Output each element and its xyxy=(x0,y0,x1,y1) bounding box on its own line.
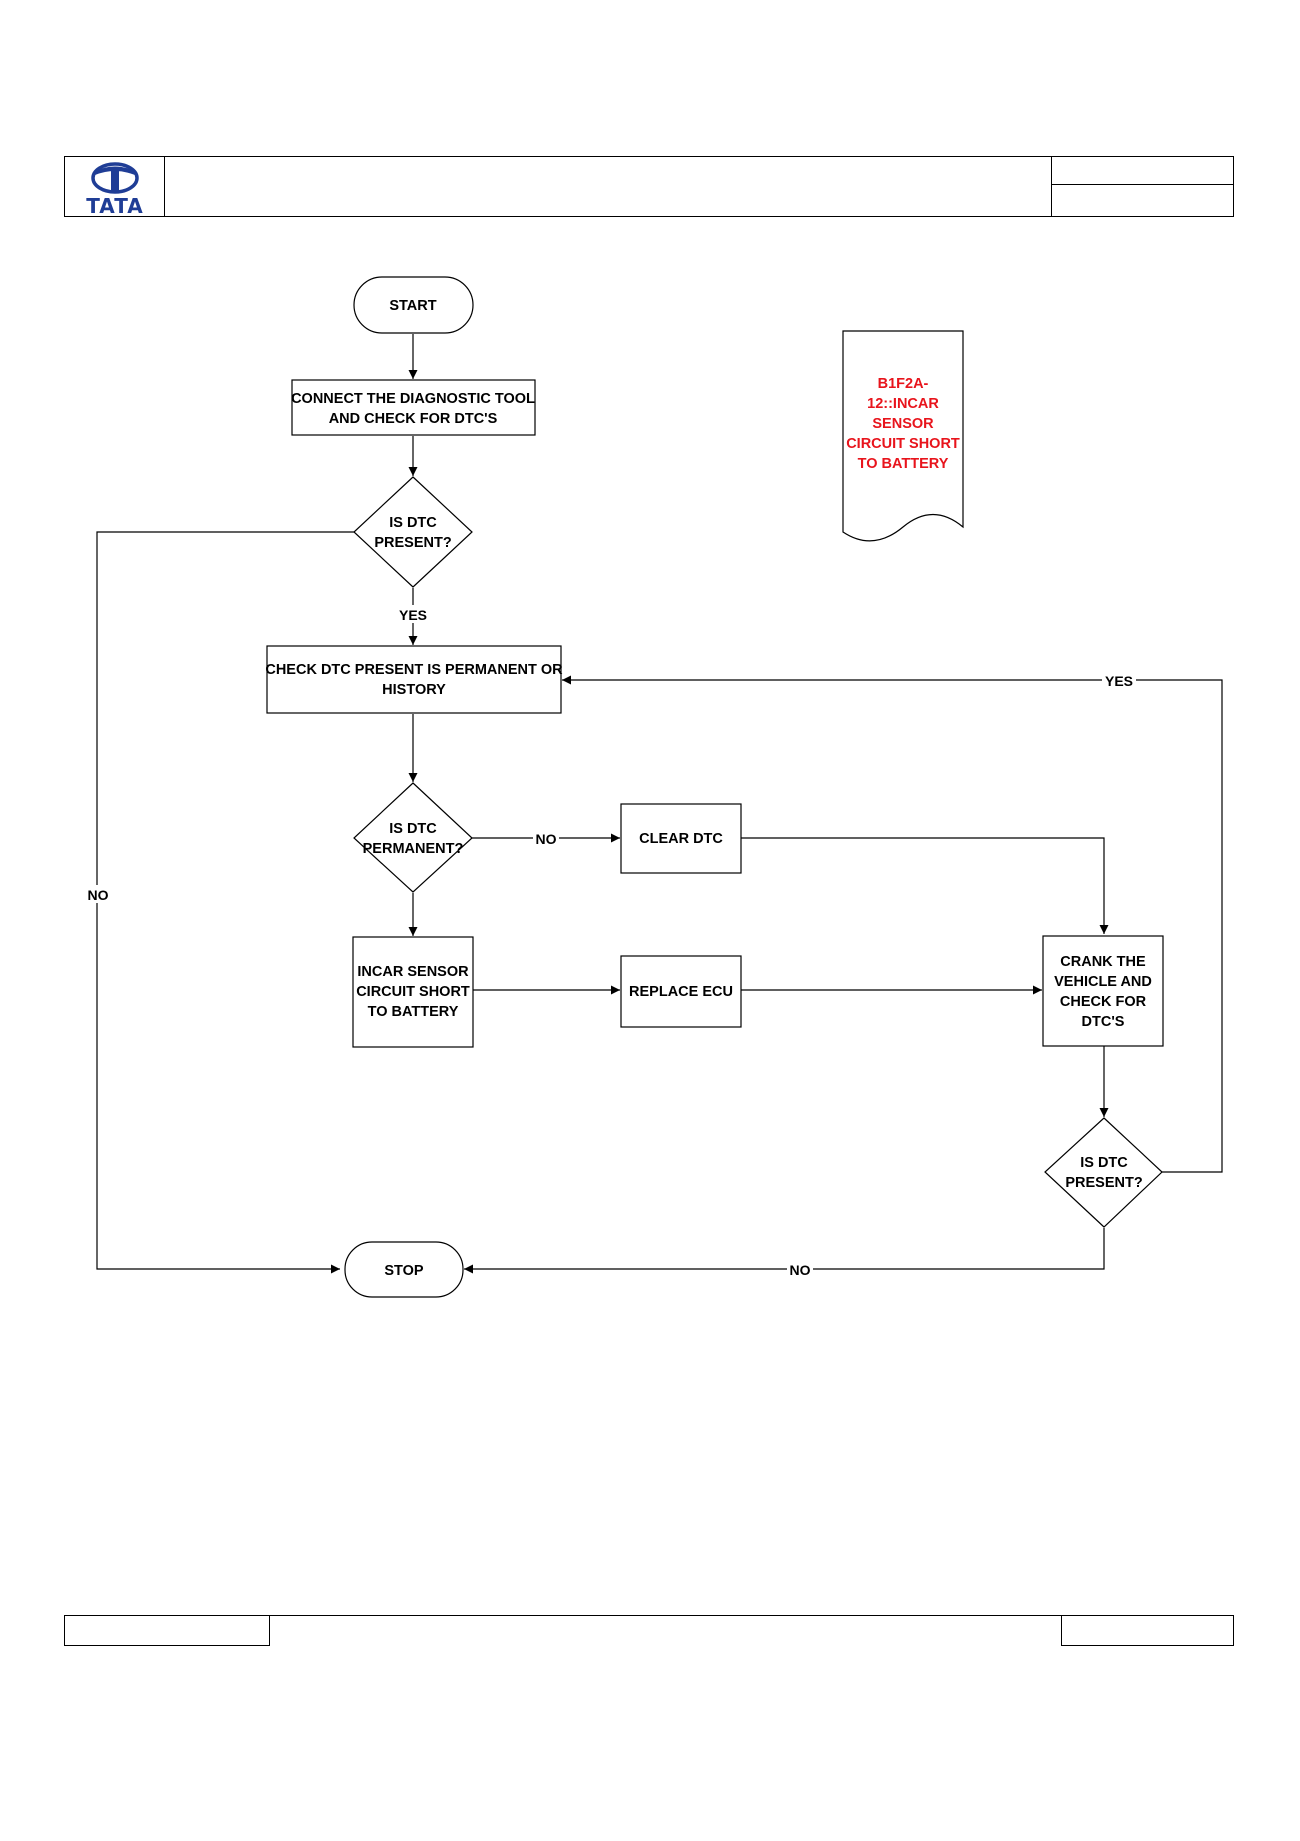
footer-right-box xyxy=(1061,1615,1234,1646)
node-connect xyxy=(291,379,536,436)
note-label-line: 12::INCAR xyxy=(867,396,939,412)
tata-logo: TATA xyxy=(86,162,144,218)
node-connect-label-line: AND CHECK FOR DTC'S xyxy=(329,411,498,427)
node-crank-label-line: DTC'S xyxy=(1082,1014,1125,1030)
note-label-line: B1F2A- xyxy=(878,376,929,392)
node-crank xyxy=(1042,935,1164,1047)
node-is-dtc-permanent xyxy=(353,782,473,893)
node-connect-label-line: CONNECT THE DIAGNOSTIC TOOL xyxy=(291,391,535,407)
header-right-divider xyxy=(1051,184,1234,185)
node-check-permanent xyxy=(266,645,562,714)
node-stop xyxy=(344,1241,464,1298)
edge-clear-to-crank xyxy=(741,837,1109,934)
node-check-permanent-label-line: CHECK DTC PRESENT IS PERMANENT OR xyxy=(265,662,563,678)
node-crank-label-line: CRANK THE xyxy=(1060,954,1146,970)
node-is-dtc-present-2-label-line: PRESENT? xyxy=(1065,1175,1142,1191)
node-is-dtc-present-1-label-line: IS DTC xyxy=(389,515,437,531)
edge-label-present-no: NO xyxy=(88,887,109,903)
tata-logo-icon xyxy=(91,162,139,194)
edge-loop-yes xyxy=(562,675,1223,1173)
node-incar-sensor-label-line: INCAR SENSOR xyxy=(357,964,469,980)
edges xyxy=(96,334,1223,1274)
node-incar-sensor-label-line: TO BATTERY xyxy=(368,1004,459,1020)
header-logo-cell xyxy=(64,156,165,217)
node-crank-label-line: VEHICLE AND xyxy=(1054,974,1152,990)
header-frame xyxy=(64,156,1234,217)
edge-final-no xyxy=(464,1228,1105,1274)
node-incar-sensor-label-line: CIRCUIT SHORT xyxy=(356,984,470,1000)
header-right-cell xyxy=(1051,156,1234,217)
node-replace-ecu xyxy=(620,955,742,1028)
node-is-dtc-present-1 xyxy=(353,476,473,588)
node-replace-ecu-label-line: REPLACE ECU xyxy=(629,984,733,1000)
note-label-line: SENSOR xyxy=(872,416,934,432)
node-start xyxy=(353,276,474,334)
node-is-dtc-present-2-label-line: IS DTC xyxy=(1080,1155,1128,1171)
node-start-label-line: START xyxy=(389,298,436,314)
edge-labels: YES NO NO YES NO xyxy=(84,605,1136,1278)
note-document xyxy=(842,330,964,542)
node-is-dtc-present-2 xyxy=(1044,1117,1163,1228)
node-incar-sensor xyxy=(352,936,474,1048)
note-label-line: TO BATTERY xyxy=(858,456,949,472)
edge-decision-no xyxy=(96,531,354,1274)
node-labels: START CONNECT THE DIAGNOSTIC TOOL AND CHEC… xyxy=(265,298,1152,1279)
edge-label-permanent-no: NO xyxy=(536,831,557,847)
node-clear-dtc-label-line: CLEAR DTC xyxy=(639,831,723,847)
node-is-dtc-permanent-label-line: PERMANENT? xyxy=(363,841,464,857)
node-stop-label-line: STOP xyxy=(384,1263,424,1279)
node-check-permanent-label-line: HISTORY xyxy=(382,682,446,698)
edge-label-present-yes: YES xyxy=(399,607,427,623)
note-label-line: CIRCUIT SHORT xyxy=(846,436,960,452)
footer-left-box xyxy=(64,1615,270,1646)
nodes xyxy=(266,276,1164,1298)
footer-line xyxy=(270,1615,1061,1616)
edge-label-loop-yes: YES xyxy=(1105,673,1133,689)
node-crank-label-line: CHECK FOR xyxy=(1060,994,1147,1010)
node-clear-dtc xyxy=(620,803,742,874)
node-is-dtc-present-1-label-line: PRESENT? xyxy=(374,535,451,551)
logo-text: TATA xyxy=(86,194,144,218)
node-is-dtc-permanent-label-line: IS DTC xyxy=(389,821,437,837)
edge-label-final-no: NO xyxy=(790,1262,811,1278)
